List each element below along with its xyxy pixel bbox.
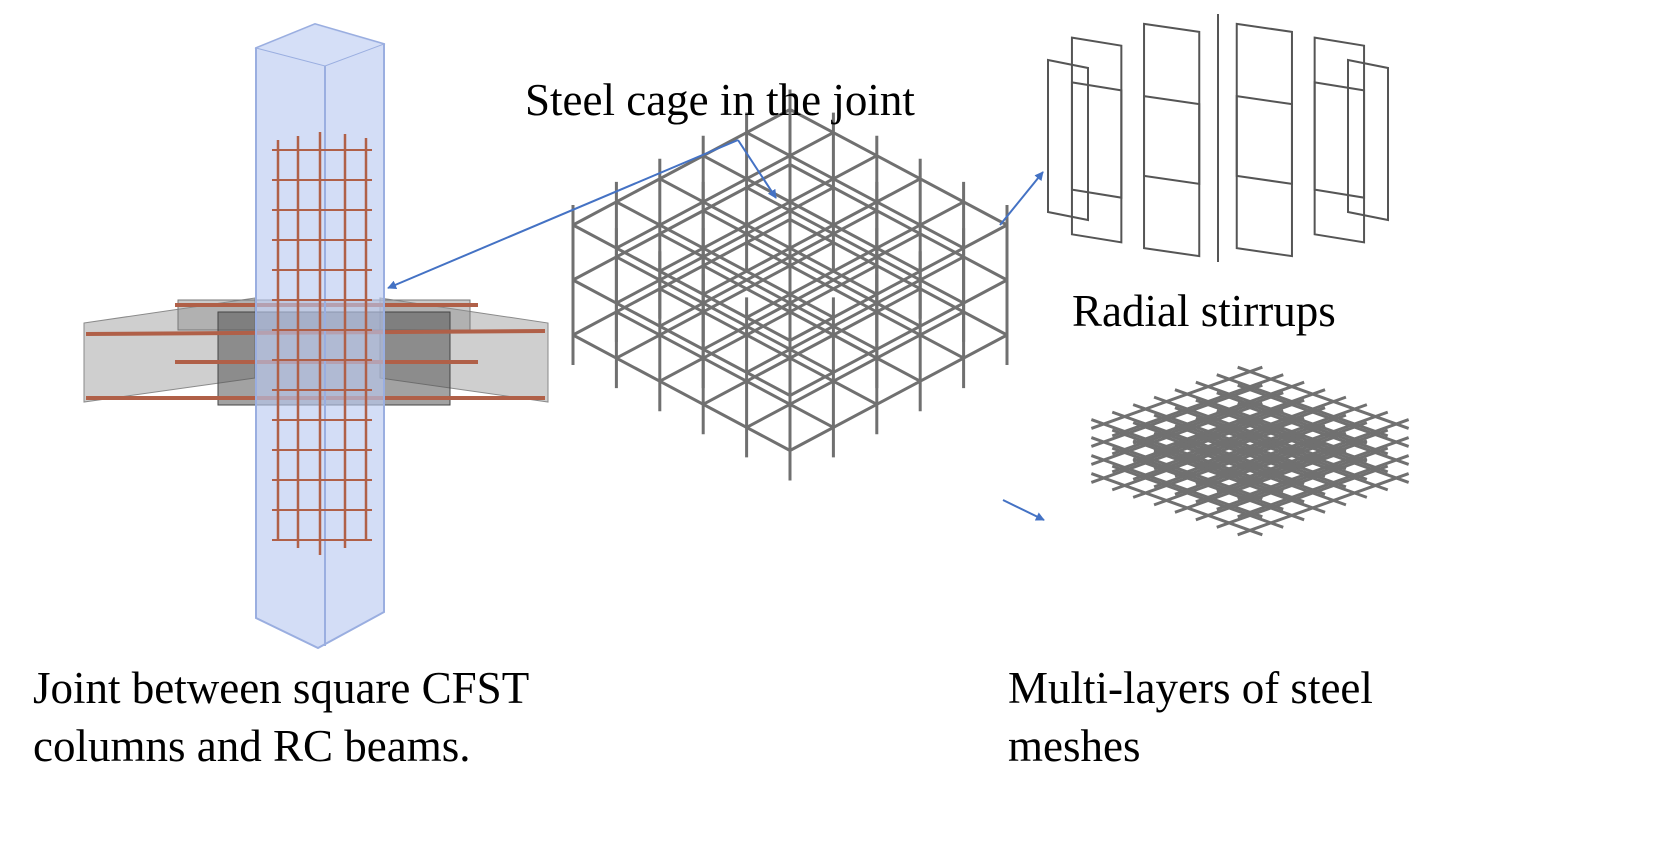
cage-bar xyxy=(572,333,791,452)
mesh-bar xyxy=(1090,472,1263,537)
mesh-bar xyxy=(1237,418,1410,483)
cage-bar xyxy=(745,310,965,429)
joint-3d-illustration xyxy=(83,22,549,650)
label-mesh-line-1: Multi-layers of steel xyxy=(1008,663,1373,713)
radial-stirrup xyxy=(1313,81,1366,244)
mesh-bar xyxy=(1237,436,1410,501)
arrow-to-joint xyxy=(387,139,739,289)
mesh-bar xyxy=(1090,454,1263,519)
cage-bar xyxy=(702,232,921,351)
radial-stirrup xyxy=(1235,22,1293,186)
mesh-bar xyxy=(1153,395,1326,460)
cage-bar xyxy=(659,177,878,296)
cage-bar xyxy=(615,131,835,250)
cage-bar xyxy=(659,287,878,406)
mesh-bar xyxy=(1153,388,1326,453)
mesh-bar xyxy=(1237,365,1410,430)
mesh-bar xyxy=(1090,436,1263,501)
radial-stirrups-illustration xyxy=(1047,14,1389,262)
steel-cage-illustration xyxy=(571,89,1009,481)
mesh-bar xyxy=(1237,454,1410,519)
mesh-bar xyxy=(1195,403,1368,468)
mesh-bar xyxy=(1132,403,1305,468)
label-mesh-line-2: meshes xyxy=(1008,721,1141,771)
cage-bar xyxy=(789,108,1008,227)
cage-bar xyxy=(789,278,1008,397)
mesh-bar xyxy=(1237,472,1410,537)
radial-stirrup xyxy=(1070,36,1123,199)
mesh-bar xyxy=(1111,410,1284,475)
cage-bar xyxy=(745,200,965,319)
mesh-bar xyxy=(1195,380,1368,445)
cage-bar xyxy=(789,333,1008,452)
cage-bar xyxy=(615,310,835,429)
cage-bar xyxy=(659,209,878,328)
label-joint-line-1: Joint between square CFST xyxy=(33,663,530,713)
arrow-to-radial xyxy=(999,171,1044,226)
cage-bar xyxy=(615,200,835,319)
arrow-group xyxy=(387,139,1045,521)
radial-stirrup xyxy=(1143,22,1201,186)
mesh-bar xyxy=(1216,373,1389,438)
radial-stirrup xyxy=(1047,58,1089,222)
label-radial-stirrups: Radial stirrups xyxy=(1072,286,1336,336)
cage-bar xyxy=(615,186,835,305)
cage-bar xyxy=(789,163,1008,282)
mesh-bar xyxy=(1174,388,1347,453)
cage-bar xyxy=(702,177,921,296)
cage-bar xyxy=(572,163,791,282)
radial-stirrup xyxy=(1143,94,1201,258)
cage-bar xyxy=(745,131,965,250)
cage-bar xyxy=(702,287,921,406)
radial-stirrup xyxy=(1347,58,1389,222)
mesh-bar xyxy=(1111,373,1284,438)
radial-stirrup xyxy=(1313,36,1366,199)
cage-bar xyxy=(659,232,878,351)
steel-mesh-illustration xyxy=(1090,365,1410,537)
mesh-bar xyxy=(1090,418,1263,483)
cage-bar xyxy=(789,223,1008,342)
cage-bar xyxy=(572,278,791,397)
mesh-bar xyxy=(1216,410,1389,475)
label-steel-cage: Steel cage in the joint xyxy=(525,75,915,125)
column-top xyxy=(254,23,386,67)
cage-bar xyxy=(572,223,791,342)
mesh-bar xyxy=(1132,380,1305,445)
cage-bar xyxy=(745,186,965,305)
cage-bar xyxy=(702,209,921,328)
mesh-bar xyxy=(1090,365,1263,430)
cage-bar xyxy=(745,255,965,374)
cage-bar xyxy=(572,108,791,227)
radial-stirrup xyxy=(1235,94,1293,258)
arrow-to-cage xyxy=(737,139,777,199)
cage-bar xyxy=(615,255,835,374)
label-joint-line-2: columns and RC beams. xyxy=(33,721,471,771)
arrow-to-mesh xyxy=(1002,499,1045,521)
mesh-bar xyxy=(1174,395,1347,460)
